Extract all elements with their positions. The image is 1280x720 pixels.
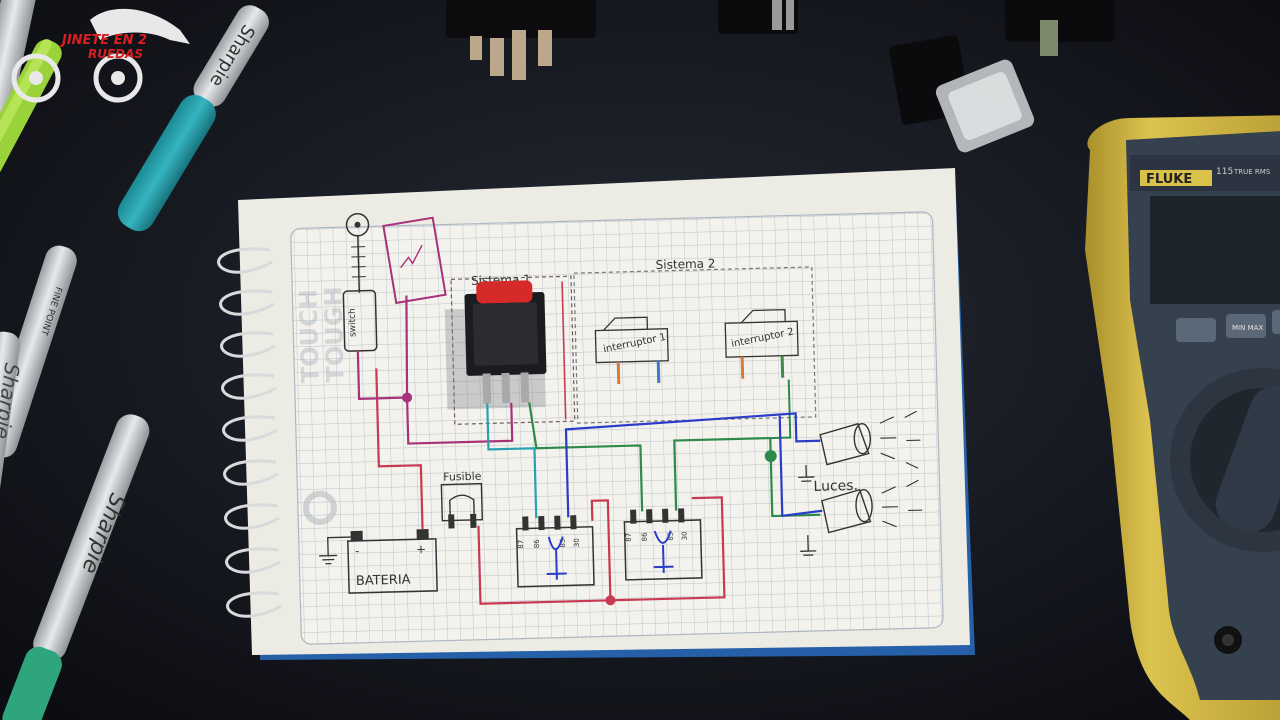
physical-rocker-switch <box>444 280 547 410</box>
wire-magenta-2 <box>405 295 409 398</box>
ignition-switch-drawing: switch <box>342 213 378 352</box>
wire-red-3 <box>590 499 612 601</box>
battery-minus: - <box>355 544 360 558</box>
label-switch-top: switch <box>348 308 359 337</box>
logo-text-line1: JINETE EN 2 <box>59 33 147 48</box>
wire-blue-1 <box>564 412 821 518</box>
multimeter-btn-minmax-label: MIN MAX <box>1232 324 1263 332</box>
spiral-binding <box>217 247 282 618</box>
relay1-pin3: 85 <box>559 539 567 548</box>
multimeter: FLUKE 115 TRUE RMS MIN MAX <box>1085 115 1280 720</box>
multimeter-button-1 <box>1176 318 1216 342</box>
notebook: TOUCH TOUGH Sistema 1 Sistema 2 switch <box>217 168 975 660</box>
relay1-drawing: 87 86 85 30 <box>515 515 595 588</box>
wire-red-junction <box>605 595 616 606</box>
wire-red-1 <box>375 368 424 530</box>
notebook-watermark-1: TOUCH <box>294 289 324 384</box>
relay1-pin4: 30 <box>573 538 581 547</box>
relay2-pin3: 85 <box>667 532 675 541</box>
wire-blue-2 <box>778 415 823 518</box>
relay-top-right <box>1005 0 1115 56</box>
multimeter-true-rms: TRUE RMS <box>1233 168 1271 176</box>
relay2-pin4: 30 <box>681 531 689 540</box>
rocker-switch-top <box>718 0 798 34</box>
fusible-drawing: Fusible <box>440 470 484 529</box>
multimeter-button-minmax <box>1226 314 1266 338</box>
battery-drawing: - + BATERIA <box>319 529 438 594</box>
label-fusible: Fusible <box>443 470 482 484</box>
relay1-pin2: 86 <box>533 539 541 549</box>
lamp-top-drawing <box>819 410 921 469</box>
label-luces: Luces. <box>813 478 858 495</box>
sistema1-box <box>450 275 576 425</box>
multimeter-model: 115 <box>1216 167 1233 177</box>
multimeter-brand: FLUKE <box>1146 172 1192 187</box>
relay2-drawing: 87 86 85 30 <box>623 508 703 581</box>
magenta-fuse-drawing <box>382 216 447 305</box>
relay2-pin2: 86 <box>641 532 649 542</box>
rocker-switch-cover <box>889 35 1035 153</box>
wire-magenta-1 <box>356 350 514 445</box>
multimeter-display <box>1150 196 1280 304</box>
relay-top <box>446 0 596 80</box>
wire-cyan <box>486 403 538 519</box>
graph-paper-grid <box>290 212 944 645</box>
lamp-bottom-drawing <box>821 479 923 534</box>
relay1-pin1: 87 <box>517 540 525 549</box>
wire-red-2 <box>477 496 726 605</box>
wire-green-1 <box>528 402 644 512</box>
marker-top-left <box>0 0 37 218</box>
logo-text-line2: RUEDAS <box>88 47 143 61</box>
channel-logo: JINETE EN 2 RUEDAS <box>11 8 190 103</box>
relay2-pin1: 87 <box>625 533 633 542</box>
label-bateria: BATERIA <box>356 573 411 589</box>
label-sistema2: Sistema 2 <box>656 256 716 272</box>
battery-plus: + <box>416 542 426 556</box>
